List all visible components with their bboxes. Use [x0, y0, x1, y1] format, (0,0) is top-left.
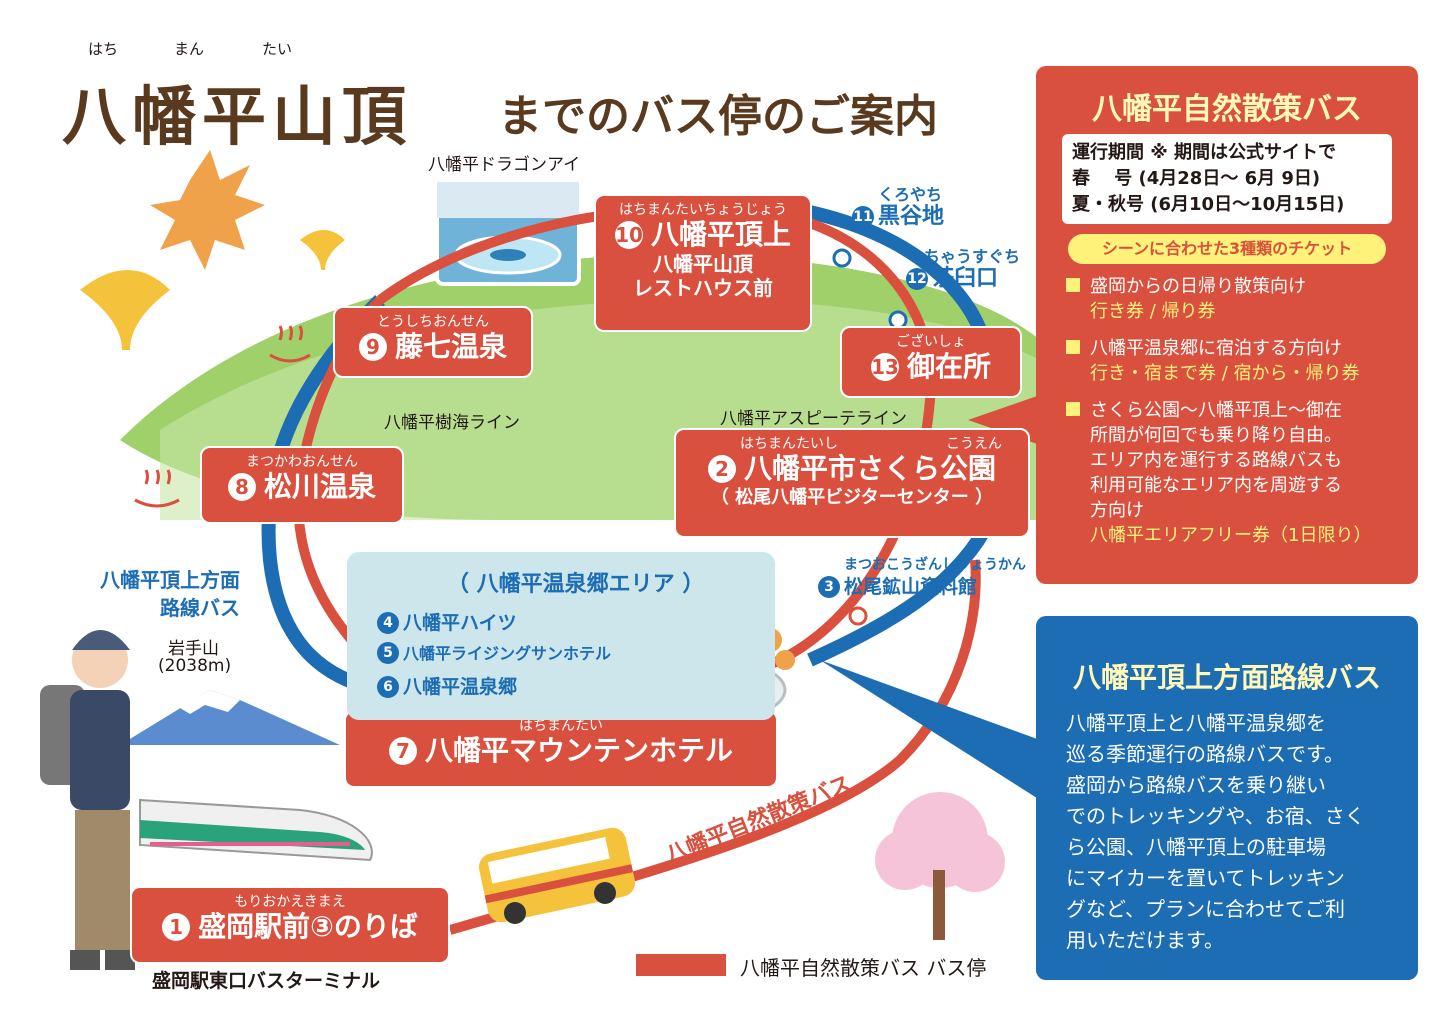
page-title: 八幡平山頂 — [62, 80, 412, 155]
jukai-line-label: 八幡平樹海ライン — [384, 413, 520, 433]
stop-number: 3 — [818, 576, 840, 598]
onsen-mark-icon-8 — [134, 469, 180, 508]
ticket-name: 八幡平エリアフリー券（1日限り） — [1090, 525, 1372, 546]
stop-9-furigana: とうしちおんせん — [377, 314, 489, 330]
page-subtitle: までのバス停のご案内 — [498, 91, 938, 142]
stop-12-name: 茶臼口 — [932, 266, 999, 291]
cherry-tree-illustration — [875, 792, 1005, 940]
onsen-item-name: 八幡平温泉郷 — [403, 676, 518, 698]
route-bus-title: 八幡平頂上方面路線バス — [1072, 661, 1381, 694]
ticket-item: 八幡平温泉郷に宿泊する方向け 行き・宿まで券 / 宿から・帰り券 — [1066, 336, 1406, 386]
stop-10-sub1: 八幡平山頂 — [653, 252, 753, 276]
route-bus-label: 八幡平頂上方面 路線バス — [100, 568, 240, 620]
hiker-illustration — [40, 630, 135, 970]
route-bus-panel: 八幡平頂上方面路線バス 八幡平頂上と八幡平温泉郷を 巡る季節運行の路線バスです。… — [1036, 616, 1418, 980]
stop-number: 12 — [906, 268, 928, 290]
mount-iwate — [120, 690, 340, 745]
stop-2-furigana-b: こうえん — [946, 436, 1002, 452]
stop-number: 7 — [388, 737, 417, 765]
maple-leaf-icon — [150, 150, 265, 270]
stop-1-name: 盛岡駅前③のりば — [198, 910, 418, 943]
period-line: 春 号 (4月28日～ 6月 9日) — [1072, 168, 1321, 189]
ginkgo-leaf-icon-2 — [300, 230, 345, 270]
onsen-item-name: 八幡平ハイツ — [403, 612, 517, 634]
onsen-area-title: （ 八幡平温泉郷エリア ） — [447, 572, 705, 597]
shizen-bus-panel: 八幡平自然散策バス 運行期間 ※ 期間は公式サイトで 春 号 (4月28日～ 6… — [1036, 66, 1418, 584]
shizen-bus-title: 八幡平自然散策バス — [1092, 92, 1362, 127]
stop-7-furigana: はちまんたい — [519, 718, 603, 734]
onsen-item-name: 八幡平ライジングサンホテル — [403, 644, 612, 663]
stop-2-furigana-a: はちまんたいし — [740, 436, 838, 452]
stop-10-furigana: はちまんたいちょうじょう — [619, 202, 787, 218]
route-bus-line-east — [798, 203, 987, 333]
stop-10-name: 八幡平頂上 — [650, 218, 791, 251]
aspite-line-label: 八幡平アスピーテライン — [720, 409, 907, 429]
stop-number: 10 — [614, 221, 643, 249]
legend-swatch — [636, 954, 726, 976]
terminal-label: 盛岡駅東口バスターミナル — [152, 970, 381, 992]
stop-8-furigana: まつかわおんせん — [246, 454, 358, 470]
stop-number: 4 — [377, 612, 399, 634]
period-line: 運行期間 ※ 期間は公式サイトで — [1072, 142, 1337, 163]
stop-number: 13 — [870, 353, 899, 381]
period-box: 運行期間 ※ 期間は公式サイトで 春 号 (4月28日～ 6月 9日) 夏・秋号… — [1062, 134, 1392, 224]
stop-number: 6 — [377, 676, 399, 698]
stop-10-sub2: レストハウス前 — [633, 276, 773, 300]
bus-illustration — [478, 827, 636, 924]
title-ruby-3: たい — [262, 40, 293, 58]
stop-number: 8 — [227, 473, 256, 501]
stop-7-name: 八幡平マウンテンホテル — [424, 734, 733, 767]
legend-label: 八幡平自然散策バス バス停 — [740, 956, 987, 980]
ticket-heading: シーンに合わせた3種類のチケット — [1068, 234, 1386, 264]
stop-1-furigana: もりおかえきまえ — [234, 894, 346, 910]
route-bus-line-south — [807, 516, 997, 667]
panel-pointer-blue — [820, 660, 1040, 800]
stop-11-name: 黒谷地 — [878, 204, 945, 229]
ticket-item: さくら公園～八幡平頂上～御在 所間が何回でも乗り降り自由。 エリア内を運行する路… — [1066, 398, 1406, 548]
route-bus-description: 八幡平頂上と八幡平温泉郷を 巡る季節運行の路線バスです。 盛岡から路線バスを乗り… — [1066, 711, 1365, 952]
iwate-san-label: 岩手山 — [168, 639, 219, 659]
stop-11-furigana: くろやち — [878, 185, 943, 204]
stop-8-name: 松川温泉 — [263, 470, 376, 503]
stop-3-name: 松尾鉱山資料館 — [844, 576, 978, 598]
stop-3-furigana: まつおこうざんしりょうかん — [844, 557, 1026, 573]
stop-2-name: 八幡平市さくら公園 — [743, 452, 996, 485]
stop-9-name: 藤七温泉 — [394, 330, 507, 363]
title-ruby-2: まん — [174, 40, 205, 58]
ticket-name: 行き券 / 帰り券 — [1090, 301, 1216, 322]
stop-number: 1 — [162, 913, 191, 941]
ginkgo-leaf-icon — [80, 270, 170, 350]
stop-number: 2 — [707, 455, 736, 483]
ticket-name: 行き・宿まで券 / 宿から・帰り券 — [1090, 363, 1360, 384]
iwate-altitude-label: (2038m) — [158, 656, 232, 676]
stop-13-name: 御在所 — [906, 350, 991, 383]
shinkansen-illustration — [139, 798, 373, 862]
title-ruby-1: はち — [88, 40, 119, 58]
stop-number: 11 — [852, 206, 874, 228]
stop-2-sub: （ 松尾八幡平ビジターセンター ） — [710, 487, 994, 508]
stop-number: 9 — [358, 333, 387, 361]
route-bus-line — [261, 295, 385, 697]
stop-13-furigana: ございしょ — [896, 334, 966, 350]
ticket-item: 盛岡からの日帰り散策向け 行き券 / 帰り券 — [1066, 274, 1406, 324]
period-line: 夏・秋号 (6月10日～10月15日) — [1072, 194, 1345, 215]
dragon-eye-label: 八幡平ドラゴンアイ — [428, 155, 581, 175]
stop-number: 5 — [377, 642, 399, 664]
onsen-mark-icon-9 — [269, 325, 311, 363]
stop-12-furigana: ちゃうすぐち — [924, 247, 1021, 266]
